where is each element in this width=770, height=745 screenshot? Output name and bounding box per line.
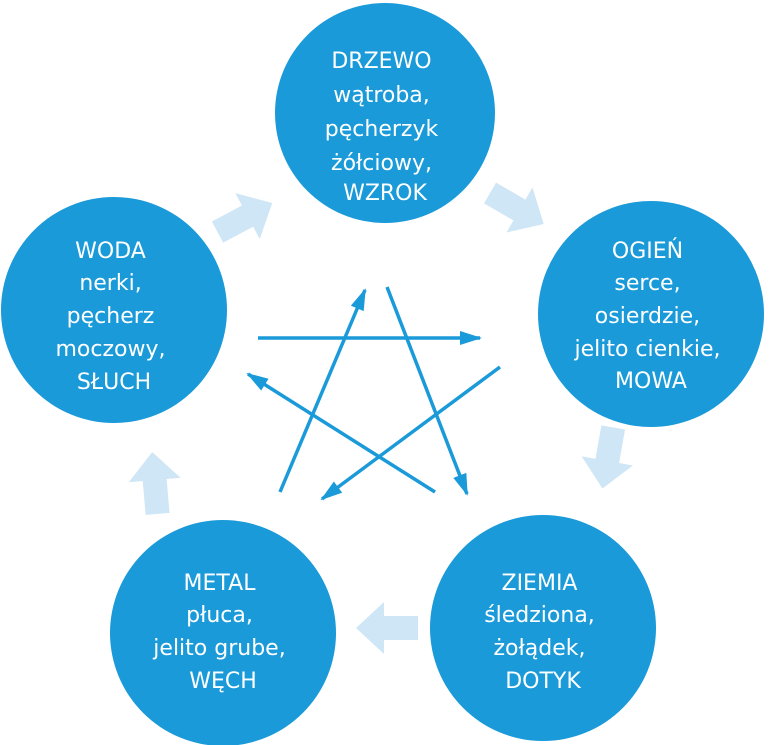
circle-woda [1,197,227,423]
woda-line-5: SŁUCH [77,370,151,395]
star-arrow-ziemia-to-woda [246,372,436,494]
metal-line-1: METAL [184,571,257,596]
generating-cycle-arrows [128,182,633,654]
ziemia-line-3: żołądek, [494,636,586,661]
label-drzewo: DRZEWO wątroba, pęcherzyk żółciowy, WZRO… [325,49,445,206]
drzewo-line-5: WZROK [343,181,427,206]
ogien-line-2: serce, [614,271,680,296]
ogien-line-1: OGIEŃ [612,238,683,264]
label-metal: METAL płuca, jelito grube, WĘCH [152,571,292,694]
element-woda: WODA nerki, pęcherz moczowy, SŁUCH [1,197,227,423]
element-ogien: OGIEŃ serce, osierdzie, jelito cienkie, … [538,201,764,427]
cycle-arrow-metal-to-woda [128,452,181,515]
woda-line-3: pęcherz [67,304,155,329]
star-arrow-drzewo-to-ziemia [385,286,469,496]
controlling-star-arrows [246,286,502,501]
drzewo-line-3: pęcherzyk [325,117,439,142]
star-arrow-metal-to-drzewo [278,288,367,493]
cycle-arrow-woda-to-drzewo [211,193,273,243]
woda-line-4: moczowy, [56,337,166,362]
ogien-line-4: jelito cienkie, [573,337,720,362]
label-ziemia: ZIEMIA śledziona, żołądek, DOTYK [484,571,602,694]
element-metal: METAL płuca, jelito grube, WĘCH [110,520,336,745]
element-drzewo: DRZEWO wątroba, pęcherzyk żółciowy, WZRO… [275,3,495,223]
metal-line-2: płuca, [186,603,253,628]
circle-ziemia [430,515,656,741]
label-ogien: OGIEŃ serce, osierdzie, jelito cienkie, … [573,238,727,394]
drzewo-line-1: DRZEWO [331,49,431,74]
drzewo-line-2: wątroba, [333,83,430,108]
woda-line-2: nerki, [79,271,141,296]
drzewo-line-4: żółciowy, [331,151,432,176]
cycle-arrow-ziemia-to-metal [356,602,418,654]
woda-line-1: WODA [75,239,146,264]
ogien-line-3: osierdzie, [595,304,700,329]
metal-line-4: WĘCH [189,669,257,694]
ogien-line-5: MOWA [615,369,687,394]
circle-drzewo [275,3,495,223]
element-ziemia: ZIEMIA śledziona, żołądek, DOTYK [430,515,656,741]
star-arrow-ogien-to-metal [320,365,502,501]
cycle-arrow-drzewo-to-ogien [484,182,544,233]
cycle-arrow-ogien-to-ziemia [581,425,633,489]
ziemia-line-4: DOTYK [505,669,581,694]
circle-ogien [538,201,764,427]
ziemia-line-2: śledziona, [484,603,595,628]
metal-line-3: jelito grube, [152,636,285,661]
ziemia-line-1: ZIEMIA [502,571,578,596]
label-woda: WODA nerki, pęcherz moczowy, SŁUCH [56,239,173,395]
circle-metal [110,520,336,745]
